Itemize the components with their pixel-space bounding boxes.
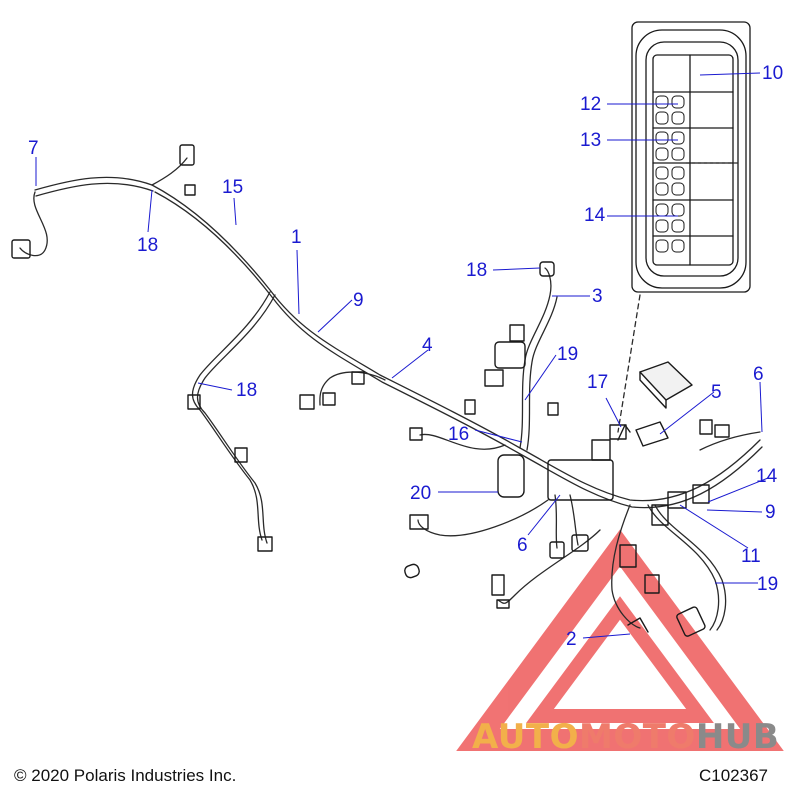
callout-18: 18 [466, 260, 488, 281]
callout-18: 18 [236, 380, 258, 401]
callout-10: 10 [762, 63, 784, 84]
callout-9: 9 [353, 290, 364, 311]
callout-9: 9 [765, 502, 776, 523]
projection-line [617, 294, 641, 433]
callout-16: 15 [222, 177, 244, 198]
callout-16: 16 [448, 424, 470, 445]
callout-12: 12 [580, 94, 602, 115]
callout-7: 6 [753, 364, 764, 385]
watermark-hub: HUB [695, 717, 780, 757]
main-harness [19, 157, 763, 631]
callout-11: 11 [741, 546, 761, 567]
watermark-triangle [456, 529, 784, 751]
callout-8: 7 [28, 138, 39, 159]
connectors [11, 144, 730, 637]
callout-18: 18 [137, 235, 159, 256]
watermark-auto: AUTO [472, 717, 579, 757]
watermark-moto: MOTO [578, 717, 696, 757]
leader-lines [35, 72, 769, 639]
callout-2: 2 [566, 629, 577, 650]
callout-14: 14 [584, 205, 606, 226]
callout-3: 3 [592, 286, 603, 307]
callout-19: 19 [557, 344, 579, 365]
watermark-logo: AUTOMOTOHUB [472, 720, 779, 754]
callout-5: 5 [711, 382, 722, 403]
figure-id: C102367 [699, 766, 769, 785]
copyright-text: © 2020 Polaris Industries Inc. [14, 766, 237, 785]
callout-4: 4 [422, 335, 433, 356]
callout-13: 13 [580, 130, 602, 151]
fuse-box-inset [631, 21, 751, 293]
callout-17: 17 [587, 372, 609, 393]
callout-15: 14 [756, 466, 778, 487]
callout-19: 19 [757, 574, 779, 595]
callout-1: 1 [291, 227, 302, 248]
callout-20: 20 [410, 483, 432, 504]
callout-6: 6 [517, 535, 528, 556]
